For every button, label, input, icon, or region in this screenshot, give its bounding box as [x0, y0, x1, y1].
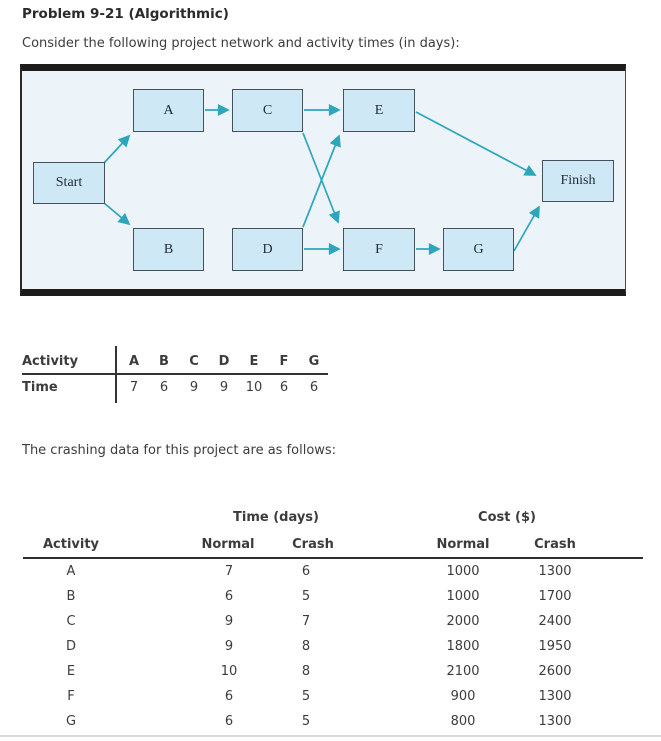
activity-letter: E — [249, 353, 259, 369]
cell-cost-normal: 1800 — [446, 639, 480, 654]
edge-g-to-finish — [513, 205, 540, 252]
node-f: F — [343, 228, 415, 271]
cell-time-normal: 6 — [224, 714, 234, 729]
cell-time-normal: 6 — [224, 589, 234, 604]
cell-time-normal: 9 — [224, 639, 234, 654]
crashing-intro-text: The crashing data for this project are a… — [22, 443, 337, 458]
edge-e-to-finish — [415, 111, 537, 176]
edge-start-to-a — [103, 134, 131, 164]
node-b: B — [133, 228, 204, 271]
time-value: 7 — [129, 379, 139, 395]
node-e: E — [343, 89, 415, 132]
cell-cost-crash: 1700 — [538, 589, 572, 604]
network-edges-layer — [103, 104, 540, 255]
cell-cost-crash: 1300 — [538, 689, 572, 704]
activity-letter: A — [128, 353, 140, 369]
table-row: C 9 7 2000 2400 — [0, 610, 661, 635]
cell-cost-normal: 2000 — [446, 614, 480, 629]
intro-text: Consider the following project network a… — [22, 36, 460, 51]
col-header-time-crash: Crash — [292, 537, 334, 552]
cell-cost-normal: 800 — [450, 714, 476, 729]
table-header-rule — [23, 557, 643, 559]
cell-activity: A — [66, 564, 76, 579]
activity-letter: G — [308, 353, 320, 369]
col-header-cost-crash: Crash — [534, 537, 576, 552]
cell-time-crash: 5 — [301, 589, 311, 604]
cell-time-normal: 10 — [220, 664, 238, 679]
group-header-cost: Cost ($) — [478, 510, 536, 525]
activity-letter: C — [189, 353, 199, 369]
problem-title: Problem 9-21 (Algorithmic) — [22, 6, 229, 22]
time-value: 9 — [189, 379, 199, 395]
table-row: B 6 5 1000 1700 — [0, 585, 661, 610]
col-header-activity: Activity — [42, 537, 100, 552]
time-row-label: Time — [22, 379, 58, 395]
cell-time-crash: 6 — [301, 564, 311, 579]
cell-time-crash: 7 — [301, 614, 311, 629]
cell-time-normal: 7 — [224, 564, 234, 579]
project-network-diagram: Start A B C D E F G Finish — [20, 64, 626, 296]
cell-cost-crash: 2600 — [538, 664, 572, 679]
node-finish: Finish — [542, 160, 614, 202]
edge-d-to-e — [302, 134, 341, 228]
cell-time-crash: 8 — [301, 664, 311, 679]
cell-activity: D — [65, 639, 77, 654]
node-c: C — [232, 89, 303, 132]
activity-letter: D — [218, 353, 230, 369]
cell-activity: B — [66, 589, 76, 604]
cell-time-normal: 9 — [224, 614, 234, 629]
activity-row-label: Activity — [22, 353, 79, 369]
table-row: A 7 6 1000 1300 — [0, 560, 661, 585]
node-a: A — [133, 89, 204, 132]
time-value-row: Time 7 6 9 9 10 6 6 — [22, 374, 328, 400]
cell-cost-normal: 2100 — [446, 664, 480, 679]
col-header-time-normal: Normal — [201, 537, 255, 552]
table-horizontal-rule — [22, 373, 328, 375]
time-value: 6 — [159, 379, 169, 395]
activity-time-table: Activity A B C D E F G Time 7 6 9 9 10 6… — [22, 346, 328, 403]
cell-cost-crash: 2400 — [538, 614, 572, 629]
cell-activity: F — [67, 689, 75, 704]
cell-time-crash: 5 — [301, 689, 311, 704]
time-value: 9 — [219, 379, 229, 395]
cell-activity: G — [65, 714, 77, 729]
cell-cost-crash: 1950 — [538, 639, 572, 654]
activity-letter: B — [159, 353, 169, 369]
cell-time-normal: 6 — [224, 689, 234, 704]
node-start: Start — [33, 162, 105, 204]
cell-cost-normal: 1000 — [446, 564, 480, 579]
activity-letter: F — [279, 353, 289, 369]
table-row: G 6 5 800 1300 — [0, 710, 661, 735]
activity-header-row: Activity A B C D E F G — [22, 348, 328, 374]
cell-cost-crash: 1300 — [538, 714, 572, 729]
time-value: 6 — [279, 379, 289, 395]
edge-c-to-f — [302, 132, 340, 224]
cell-activity: C — [66, 614, 76, 629]
col-header-cost-normal: Normal — [436, 537, 490, 552]
cell-time-crash: 8 — [301, 639, 311, 654]
time-value: 10 — [245, 379, 263, 395]
cell-time-crash: 5 — [301, 714, 311, 729]
group-header-time: Time (days) — [233, 510, 319, 525]
bottom-divider — [0, 735, 661, 737]
node-g: G — [443, 228, 514, 271]
table-row: F 6 5 900 1300 — [0, 685, 661, 710]
cell-cost-normal: 900 — [450, 689, 476, 704]
node-d: D — [232, 228, 303, 271]
table-row: D 9 8 1800 1950 — [0, 635, 661, 660]
time-value: 6 — [309, 379, 319, 395]
cell-cost-normal: 1000 — [446, 589, 480, 604]
table-row: E 10 8 2100 2600 — [0, 660, 661, 685]
edge-start-to-b — [103, 202, 131, 226]
cell-activity: E — [66, 664, 76, 679]
cell-cost-crash: 1300 — [538, 564, 572, 579]
